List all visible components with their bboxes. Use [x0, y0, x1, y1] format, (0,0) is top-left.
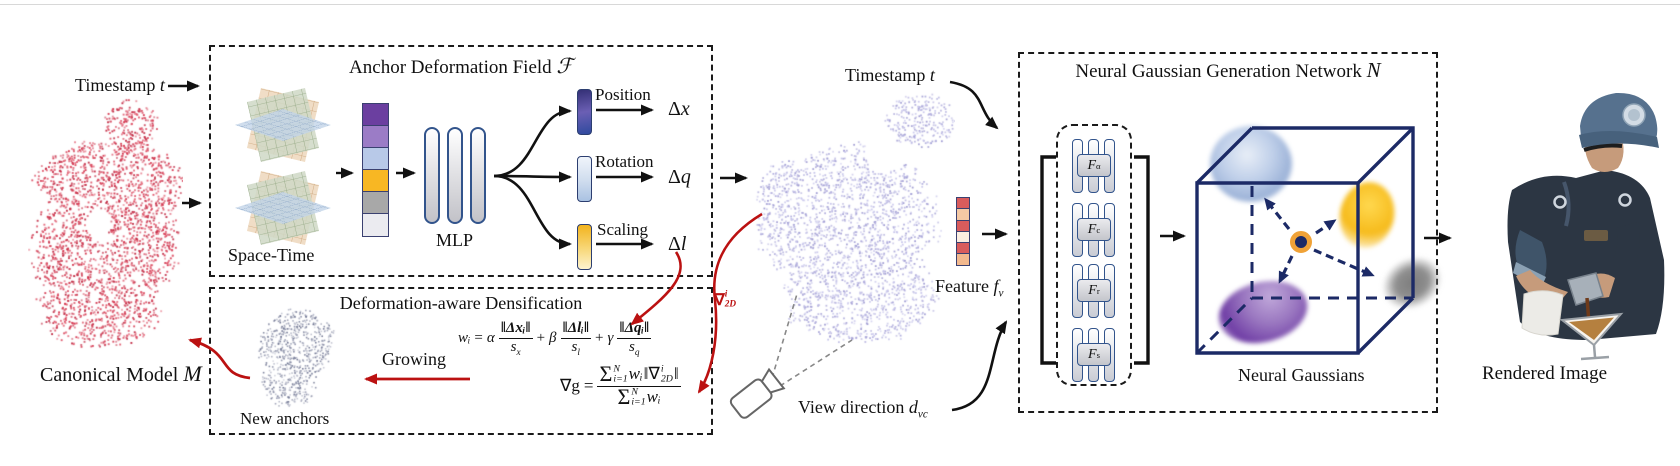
- w-plus-0: +: [537, 330, 545, 347]
- mlp-layer-bar: [470, 127, 486, 224]
- g-eq: =: [584, 376, 594, 396]
- nggn-title-text: Neural Gaussian Generation Network: [1075, 61, 1361, 82]
- gaussian-blob-blue: [1210, 126, 1292, 202]
- w-coef-2: γ: [607, 330, 613, 347]
- vector-cell: [362, 213, 389, 237]
- adf-title-text: Anchor Deformation Field: [349, 57, 552, 78]
- deformed-model-point-cloud: [755, 92, 955, 350]
- anchor-feature-vector: [956, 197, 970, 266]
- camera-icon: [729, 369, 784, 419]
- w-lhs: wᵢ: [458, 330, 470, 347]
- w-coef-1: β: [549, 330, 556, 347]
- delta-l-label: Δl: [668, 233, 686, 256]
- adf-title: Anchor Deformation Field ℱ: [209, 54, 713, 79]
- position-output-bar: [577, 89, 592, 135]
- scaling-output-bar: [577, 224, 592, 270]
- w-frac-2: ‖Δqᵢ‖ sq: [617, 320, 651, 358]
- f-c-head: Fc: [1069, 202, 1119, 258]
- f-alpha-label: Fα: [1077, 154, 1111, 177]
- nggn-title-var: N: [1367, 58, 1381, 82]
- vector-cell: [362, 191, 389, 215]
- neural-gaussians-label: Neural Gaussians: [1238, 366, 1364, 386]
- f-alpha-head: Fα: [1069, 138, 1119, 194]
- canonical-model-text: Canonical Model: [40, 364, 178, 386]
- mlp-icon: [424, 127, 486, 224]
- w-coef-0: α: [487, 330, 495, 347]
- delta-q-label: Δq: [668, 166, 691, 189]
- new-anchors-label: New anchors: [240, 410, 329, 429]
- mlp-text: MLP: [436, 230, 473, 250]
- rendered-image-photo: [1468, 82, 1678, 362]
- position-label: Position: [595, 85, 651, 105]
- w-eq: =: [474, 330, 482, 347]
- gradient-formula: ∇g = ΣNi=1 wᵢ‖∇i2D‖ ΣNi=1 wᵢ: [560, 364, 681, 407]
- g-lhs: ∇g: [560, 376, 580, 396]
- f-r-label: Fr: [1077, 279, 1111, 302]
- w-frac-1: ‖Δlᵢ‖ sl: [561, 320, 591, 358]
- scaling-label: Scaling: [597, 220, 648, 240]
- f-c-label: Fc: [1077, 218, 1111, 241]
- f-s-label: Fs: [1077, 343, 1111, 366]
- w-plus-1: +: [595, 330, 603, 347]
- vector-cell: [362, 147, 389, 171]
- mlp-layer-bar: [424, 127, 440, 224]
- canonical-model-point-cloud: [28, 95, 183, 350]
- g-frac: ΣNi=1 wᵢ‖∇i2D‖ ΣNi=1 wᵢ: [597, 364, 680, 407]
- vector-cell: [362, 103, 389, 127]
- timestamp-left-label: Timestamp t: [75, 76, 165, 96]
- new-anchors-point-cloud: [248, 300, 338, 412]
- canonical-model-label: Canonical Model M: [40, 362, 202, 386]
- adf-title-var: ℱ: [556, 54, 573, 78]
- white-cloth: [1522, 291, 1563, 335]
- timestamp-left-text: Timestamp: [75, 75, 155, 95]
- rotation-label: Rotation: [595, 152, 654, 172]
- apron-label-patch: [1584, 230, 1608, 241]
- canonical-model-var: M: [183, 361, 201, 386]
- nggn-title: Neural Gaussian Generation Network N: [1018, 58, 1438, 83]
- timestamp-mid-label: Timestamp t: [845, 66, 935, 86]
- feature-label: Feature fv: [935, 277, 1003, 300]
- glass-stem: [1581, 345, 1609, 359]
- weight-formula: wᵢ = α ‖Δxᵢ‖ sx + β ‖Δlᵢ‖ sl + γ ‖Δqᵢ‖ s…: [458, 320, 651, 358]
- f-r-head: Fr: [1069, 263, 1119, 319]
- rotation-output-bar: [577, 156, 592, 202]
- rendered-image-label: Rendered Image: [1482, 364, 1607, 385]
- mlp-label: MLP: [436, 231, 473, 251]
- f-s-head: Fs: [1069, 327, 1119, 383]
- vector-cell: [362, 125, 389, 149]
- densification-title-text: Deformation-aware Densification: [340, 293, 582, 313]
- mlp-layer-bar: [447, 127, 463, 224]
- cap-patch-inner: [1628, 109, 1640, 121]
- w-frac-0: ‖Δxᵢ‖ sx: [499, 320, 533, 358]
- space-time-label: Space-Time: [228, 246, 314, 266]
- vector-cell: [362, 169, 389, 193]
- arrow-timestamp-to-nggn: [950, 82, 997, 128]
- view-direction-label: View direction dvc: [798, 398, 928, 421]
- figure-top-rule: [0, 4, 1680, 5]
- barista-illustration: [1508, 93, 1665, 359]
- grad2d-label: ∇i2D: [714, 290, 736, 310]
- arrow-viewdir-to-nggn: [952, 322, 1006, 410]
- vector-cell: [956, 253, 970, 266]
- growing-label: Growing: [382, 350, 446, 370]
- delta-x-label: Δx: [668, 98, 690, 121]
- space-time-text: Space-Time: [228, 245, 314, 265]
- timestamp-left-var: t: [160, 75, 165, 95]
- spacetime-feature-vector: [362, 103, 389, 237]
